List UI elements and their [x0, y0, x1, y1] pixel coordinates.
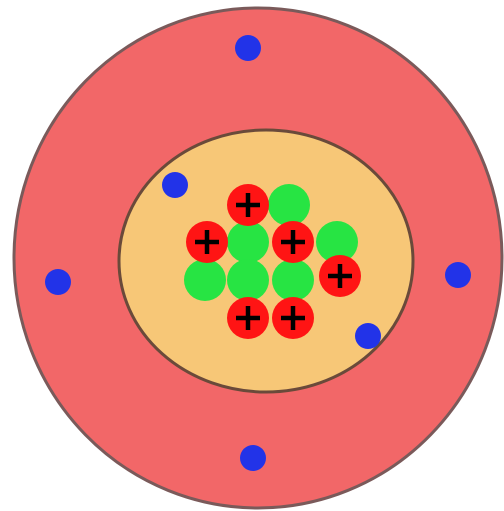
inner-shell-boundary: [119, 130, 413, 392]
proton: [186, 221, 228, 263]
neutron: [227, 259, 269, 301]
electron: [355, 323, 381, 349]
proton: [319, 255, 361, 297]
electron: [240, 445, 266, 471]
neutron: [184, 259, 226, 301]
proton: [272, 221, 314, 263]
proton: [227, 297, 269, 339]
proton: [227, 184, 269, 226]
neutron: [268, 184, 310, 226]
electron: [445, 262, 471, 288]
neutron: [227, 221, 269, 263]
electron: [235, 35, 261, 61]
nucleus-region: [119, 130, 413, 392]
electron: [45, 269, 71, 295]
proton: [272, 297, 314, 339]
electron: [162, 172, 188, 198]
neutron: [272, 259, 314, 301]
